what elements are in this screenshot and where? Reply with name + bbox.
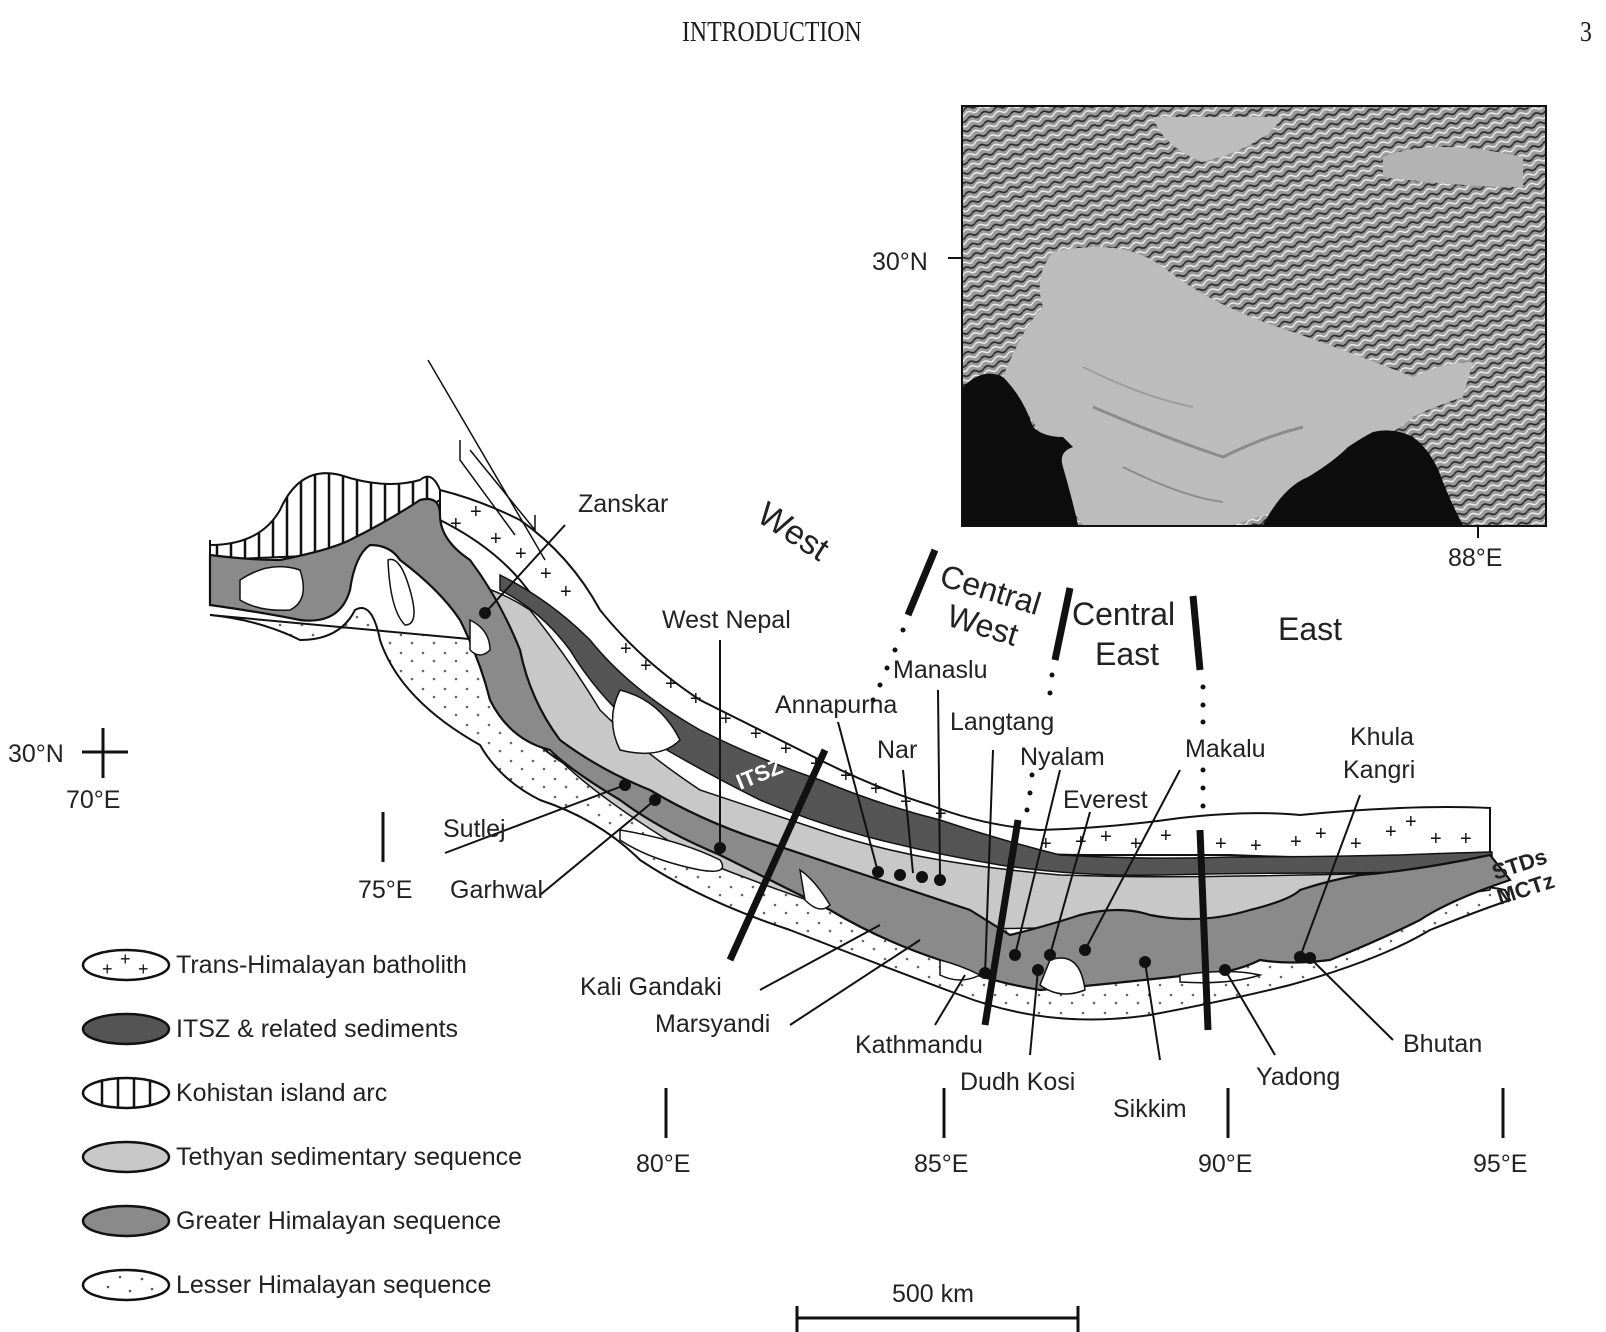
svg-text:+: + — [620, 638, 632, 660]
tick-85e: 85°E — [914, 1150, 968, 1178]
svg-text:+: + — [1385, 821, 1397, 843]
page-header: INTRODUCTION 3 — [0, 14, 1606, 54]
label-kangri: Kangri — [1343, 756, 1415, 784]
running-head: INTRODUCTION — [682, 16, 862, 48]
kohistan-swatch-icon — [81, 1076, 171, 1110]
lesser-swatch-icon — [81, 1268, 171, 1302]
tick-80e: 80°E — [636, 1150, 690, 1178]
legend-item-lesser: Lesser Himalayan sequence — [80, 1265, 491, 1305]
page-number: 3 — [1580, 16, 1592, 48]
label-kali-gandaki: Kali Gandaki — [580, 973, 722, 1001]
svg-text:+: + — [1405, 811, 1417, 833]
svg-text:+: + — [1350, 833, 1362, 855]
svg-text:+: + — [840, 765, 852, 787]
label-garhwal: Garhwal — [450, 876, 543, 904]
svg-text:+: + — [935, 803, 947, 825]
svg-text:+: + — [1250, 835, 1262, 857]
svg-text:+: + — [1315, 823, 1327, 845]
strike-slip-faults — [427, 359, 546, 561]
svg-text:+: + — [1040, 833, 1052, 855]
label-zanskar: Zanskar — [578, 490, 668, 518]
svg-text:+: + — [515, 543, 527, 565]
leader-lines — [444, 524, 1394, 1061]
label-langtang: Langtang — [950, 708, 1054, 736]
label-sutlej: Sutlej — [443, 815, 506, 843]
label-west-nepal: West Nepal — [662, 606, 791, 634]
label-bhutan: Bhutan — [1403, 1030, 1482, 1058]
inset-relief-map — [961, 105, 1547, 527]
svg-text:+: + — [120, 949, 131, 969]
greater-himalayan-unit — [208, 497, 1512, 992]
svg-text:+: + — [1160, 825, 1172, 847]
coordinate-grid: 30°N 70°E 75°E 80°E 85°E 90°E 95°E — [8, 728, 1527, 1178]
region-divider-dots — [870, 627, 1206, 813]
locality-labels: Zanskar West Nepal Manaslu Annapurna Nar… — [443, 490, 1482, 1123]
label-sikkim: Sikkim — [1113, 1095, 1187, 1123]
tick-95e: 95°E — [1473, 1150, 1527, 1178]
svg-text:+: + — [490, 528, 502, 550]
tick-90e: 90°E — [1198, 1150, 1252, 1178]
label-makalu: Makalu — [1185, 735, 1266, 763]
svg-text:+: + — [1215, 833, 1227, 855]
svg-text:+: + — [450, 513, 462, 535]
label-manaslu: Manaslu — [893, 656, 988, 684]
svg-text:+: + — [1290, 831, 1302, 853]
legend-item-itsz: ITSZ & related sediments — [80, 1009, 458, 1049]
legend-item-tethyan: Tethyan sedimentary sequence — [80, 1137, 522, 1177]
label-everest: Everest — [1063, 786, 1148, 814]
label-yadong: Yadong — [1256, 1063, 1340, 1091]
label-annapurna: Annapurna — [775, 691, 897, 719]
svg-text:+: + — [470, 501, 482, 523]
legend-item-batholith: +++ Trans-Himalayan batholith — [80, 945, 467, 985]
label-kathmandu: Kathmandu — [855, 1031, 983, 1059]
scale-bar-label: 500 km — [892, 1280, 974, 1308]
batholith-swatch-icon: + + + — [81, 948, 171, 982]
origin-lat-label: 30°N — [8, 740, 64, 768]
inset-lon-label: 88°E — [1448, 544, 1502, 572]
label-nyalam: Nyalam — [1020, 743, 1105, 771]
region-east: East — [1278, 611, 1342, 647]
scale-bar: 500 km — [795, 1280, 1080, 1332]
label-nar: Nar — [877, 736, 917, 764]
region-central-east-1: Central — [1072, 596, 1175, 632]
svg-text:+: + — [640, 655, 652, 677]
region-dividers — [726, 548, 1212, 1031]
svg-text:+: + — [1460, 828, 1472, 850]
svg-text:+: + — [780, 738, 792, 760]
inset-relief-image — [963, 107, 1545, 525]
inset-lat-label: 30°N — [872, 248, 928, 276]
svg-text:+: + — [138, 959, 149, 979]
svg-text:+: + — [540, 563, 552, 585]
svg-text:+: + — [665, 673, 677, 695]
svg-text:+: + — [560, 581, 572, 603]
tick-75e: 75°E — [358, 876, 412, 904]
sample-locations — [479, 607, 1316, 979]
greater-swatch-icon — [81, 1204, 171, 1238]
svg-text:+: + — [102, 959, 113, 979]
legend-item-kohistan: Kohistan island arc — [80, 1073, 387, 1113]
svg-text:+: + — [1130, 833, 1142, 855]
svg-text:+: + — [690, 688, 702, 710]
legend-item-greater: Greater Himalayan sequence — [80, 1201, 501, 1241]
label-marsyandi: Marsyandi — [655, 1010, 770, 1038]
origin-lon-label: 70°E — [66, 786, 120, 814]
region-central-east-2: East — [1095, 636, 1159, 672]
svg-text:+: + — [870, 778, 882, 800]
label-dudh-kosi: Dudh Kosi — [960, 1068, 1075, 1096]
svg-text:+: + — [750, 723, 762, 745]
itsz-swatch-icon — [81, 1012, 171, 1046]
svg-text:+: + — [1430, 828, 1442, 850]
tethyan-swatch-icon — [81, 1140, 171, 1174]
label-khula: Khula — [1350, 723, 1414, 751]
svg-text:+: + — [1100, 826, 1112, 848]
svg-text:+: + — [720, 708, 732, 730]
region-west: West — [751, 495, 837, 569]
